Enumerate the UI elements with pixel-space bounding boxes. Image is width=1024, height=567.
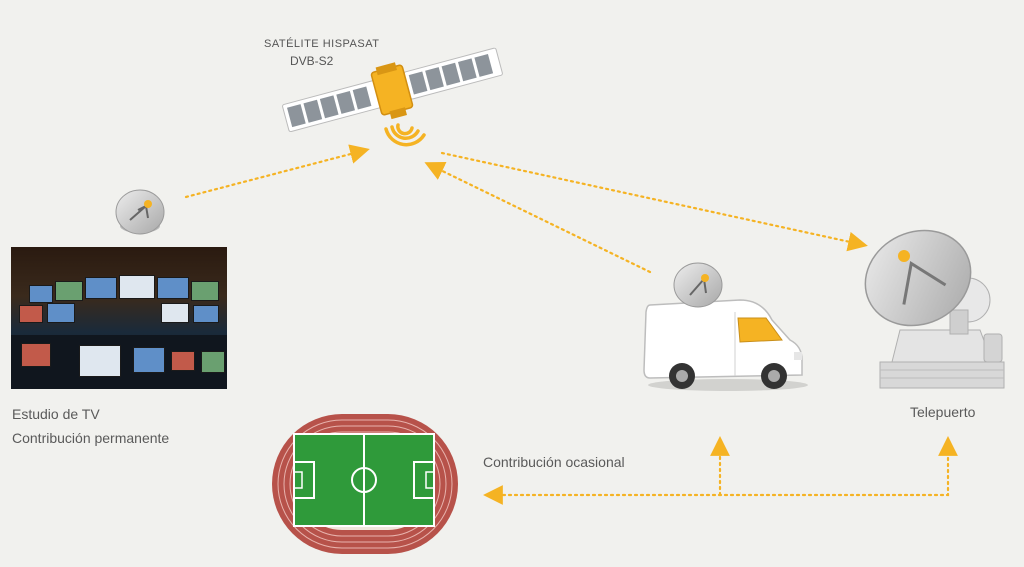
studio-sublabel: Contribución permanente: [12, 430, 170, 446]
satellite-icon: [282, 47, 503, 133]
satellite-to-teleport-arrow: [440, 151, 868, 252]
teleport-antenna-icon: [864, 229, 1005, 389]
satellite-subtitle: DVB-S2: [290, 54, 334, 68]
occasional-label: Contribución ocasional: [483, 454, 625, 470]
link-arrows: [184, 144, 958, 505]
stadium-icon: [272, 414, 458, 554]
van-to-satellite-arrow: [424, 162, 652, 274]
stadium-feed-line: [483, 450, 950, 505]
dish-icon: [115, 189, 165, 235]
studio-photo: [11, 247, 227, 389]
studio-to-satellite-arrow: [184, 144, 370, 199]
teleport-label: Telepuerto: [910, 404, 976, 420]
satellite-title: SATÉLITE HISPASAT: [264, 38, 380, 50]
signal-waves-icon: [384, 123, 426, 147]
van-icon: [643, 262, 808, 391]
van-dish-icon: [673, 262, 723, 308]
studio-label: Estudio de TV: [12, 406, 100, 422]
